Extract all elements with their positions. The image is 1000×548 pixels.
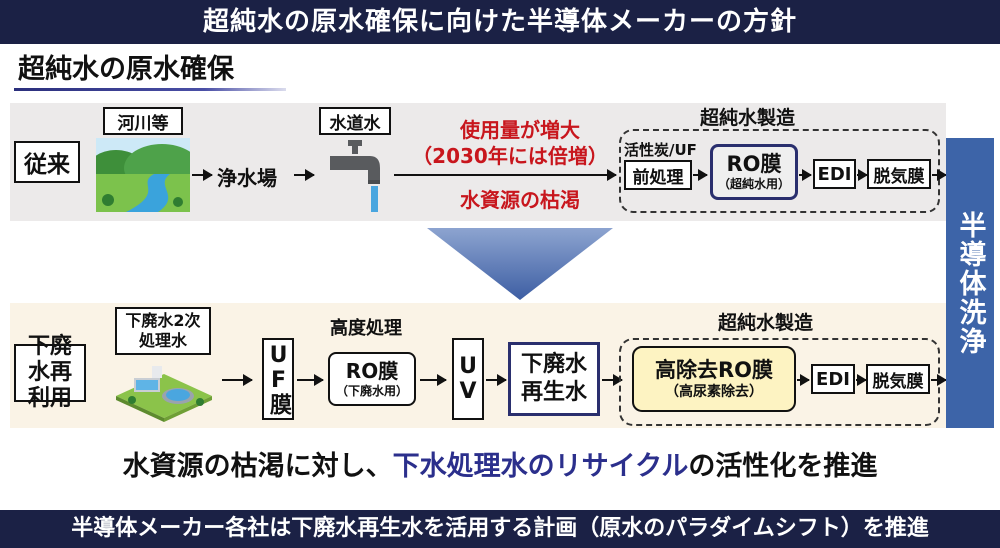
arrow bbox=[602, 374, 623, 386]
section-underline bbox=[14, 88, 286, 91]
arrow bbox=[693, 169, 708, 181]
degas-membrane-box-bottom: 脱気膜 bbox=[866, 364, 930, 394]
uv-box: UV bbox=[452, 338, 484, 420]
treatment-plant-icon bbox=[116, 366, 212, 422]
high-rejection-ro-box: 高除去RO膜 （高尿素除去） bbox=[632, 346, 796, 412]
arrow bbox=[294, 169, 315, 181]
advanced-treatment-title: 高度処理 bbox=[330, 318, 402, 339]
arrow bbox=[857, 169, 868, 181]
arrow bbox=[797, 374, 810, 386]
ro-wastewater-sublabel: （下廃水用） bbox=[335, 384, 408, 398]
transition-arrow-icon bbox=[427, 228, 613, 300]
uf-membrane-box: UF膜 bbox=[262, 338, 294, 420]
ro-membrane-wastewater-box: RO膜 （下廃水用） bbox=[328, 352, 416, 406]
ro-membrane-label: RO膜 bbox=[726, 152, 782, 176]
arrow bbox=[932, 169, 947, 181]
pretreatment-box: 前処理 bbox=[624, 160, 692, 190]
footer-bar bbox=[0, 510, 1000, 548]
secondary-effluent-label: 下廃水2次処理水 bbox=[115, 307, 211, 355]
high-rejection-ro-label: 高除去RO膜 bbox=[654, 358, 774, 382]
title-bar bbox=[0, 0, 1000, 44]
edi-box-bottom: EDI bbox=[811, 364, 855, 394]
reclaimed-water-box: 下廃水再生水 bbox=[508, 342, 600, 416]
edi-box: EDI bbox=[813, 159, 856, 189]
arrow bbox=[222, 374, 253, 386]
arrow bbox=[297, 374, 324, 386]
upw-title-bottom: 超純水製造 bbox=[718, 312, 814, 334]
semiconductor-cleaning-bar bbox=[946, 138, 994, 428]
footer-text: 半導体メーカー各社は下廃水再生水を活用する計画（原水のパラダイムシフト）を推進 bbox=[71, 516, 929, 541]
arrow bbox=[486, 374, 507, 386]
demand-note: （2030年には倍増） bbox=[412, 144, 608, 168]
ro-membrane-sublabel: （超純水用） bbox=[717, 177, 790, 191]
ro-wastewater-label: RO膜 bbox=[345, 359, 399, 383]
section-heading: 超純水の原水確保 bbox=[18, 54, 234, 85]
ro-membrane-upw-box: RO膜 （超純水用） bbox=[710, 144, 798, 200]
note-suffix: の活性化を推進 bbox=[688, 451, 878, 482]
depletion-label: 水資源の枯渇 bbox=[460, 188, 580, 212]
purification-plant-label: 浄水場 bbox=[217, 166, 277, 190]
arrow bbox=[931, 374, 947, 386]
note-highlight: 下水処理水のリサイクル bbox=[392, 451, 689, 482]
arrow bbox=[420, 374, 447, 386]
high-rejection-ro-sublabel: （高尿素除去） bbox=[665, 384, 763, 400]
river-landscape-icon bbox=[96, 138, 190, 212]
upw-title-top: 超純水製造 bbox=[700, 107, 796, 129]
reuse-label: 下廃水再利用 bbox=[14, 334, 86, 411]
faucet-icon bbox=[330, 140, 380, 212]
long-arrow bbox=[394, 169, 617, 181]
page-title: 超純水の原水確保に向けた半導体メーカーの方針 bbox=[202, 7, 797, 37]
river-label: 河川等 bbox=[103, 107, 183, 135]
note-prefix: 水資源の枯渇に対し、 bbox=[122, 451, 393, 482]
arrow bbox=[856, 374, 867, 386]
tap-water-label: 水道水 bbox=[319, 107, 391, 135]
policy-note: 水資源の枯渇に対し、下水処理水のリサイクルの活性化を推進 bbox=[0, 444, 1000, 483]
pretreatment-top-label: 活性炭/UF bbox=[624, 141, 697, 159]
semiconductor-cleaning-label: 半導体洗浄 bbox=[954, 210, 986, 356]
conventional-label: 従来 bbox=[14, 141, 80, 183]
degas-membrane-box: 脱気膜 bbox=[867, 159, 931, 189]
arrow bbox=[192, 169, 213, 181]
arrow bbox=[799, 169, 812, 181]
demand-label: 使用量が増大 bbox=[460, 118, 580, 142]
